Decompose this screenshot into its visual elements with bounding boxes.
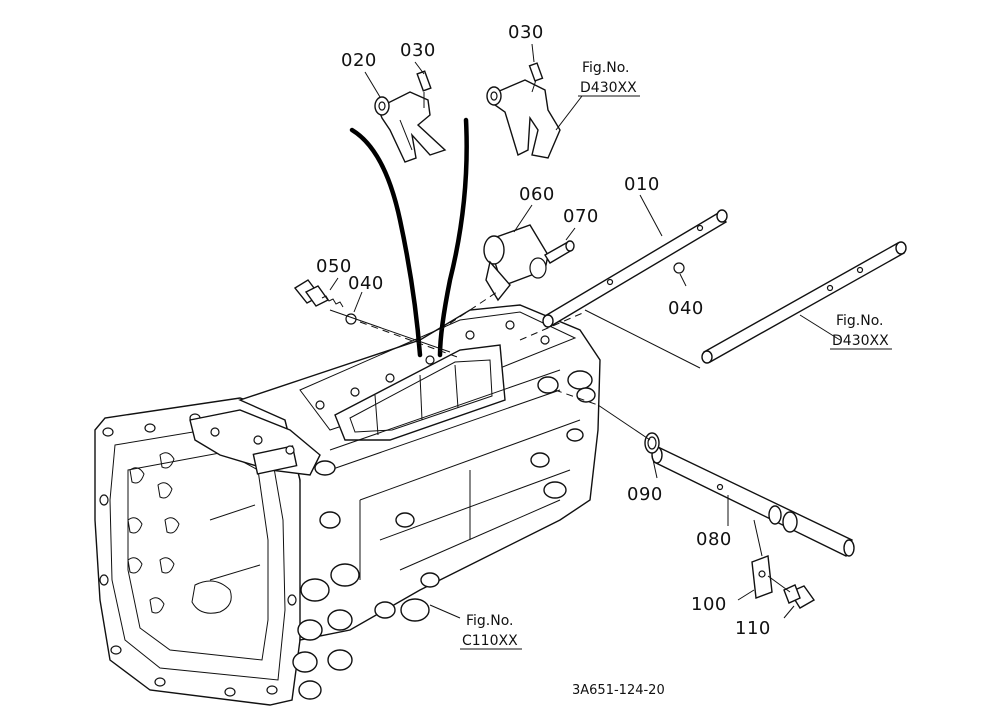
callout-040-a: 040 xyxy=(348,273,384,294)
o-ring-090 xyxy=(644,432,660,454)
callout-040-b: 040 xyxy=(668,298,704,319)
figure-ref-1-line2: D430XX xyxy=(580,80,637,96)
shift-fork-020 xyxy=(374,91,447,163)
shift-rod-010 xyxy=(542,209,728,328)
spring-pin-070 xyxy=(544,240,575,264)
callout-030-a: 030 xyxy=(400,40,436,61)
pin-030-a xyxy=(416,70,432,108)
callout-080: 080 xyxy=(696,529,732,550)
callout-070: 070 xyxy=(563,206,599,227)
shift-arm-060 xyxy=(483,224,549,302)
lower-bosses xyxy=(292,511,440,700)
callout-090: 090 xyxy=(627,484,663,505)
callout-050: 050 xyxy=(316,256,352,277)
assembly-lines xyxy=(329,289,791,593)
stopper-plate-100 xyxy=(751,555,773,599)
figure-ref-2: Fig.No. D430XX xyxy=(830,313,892,350)
shift-rod-long xyxy=(701,241,907,364)
inner-scallops xyxy=(127,452,180,614)
callout-110: 110 xyxy=(735,618,771,639)
figure-ref-3-line2: C110XX xyxy=(462,633,518,649)
plug-050 xyxy=(293,279,344,308)
shift-fork-right xyxy=(486,79,561,159)
top-cover-bolt-holes xyxy=(315,320,550,410)
figure-ref-2-line1: Fig.No. xyxy=(836,313,884,329)
steel-ball-040-b xyxy=(673,262,685,274)
pin-030-b xyxy=(528,62,544,93)
bolt-110 xyxy=(783,584,816,609)
transmission-case xyxy=(94,304,601,706)
callout-labels: 020 030 030 060 070 010 050 040 040 090 … xyxy=(316,22,771,639)
figure-ref-3-line1: Fig.No. xyxy=(466,613,514,629)
figure-ref-2-line2: D430XX xyxy=(832,333,889,349)
figure-ref-1-line1: Fig.No. xyxy=(582,60,630,76)
callout-030-b: 030 xyxy=(508,22,544,43)
callout-060: 060 xyxy=(519,184,555,205)
drawing-code: 3A651-124-20 xyxy=(572,683,665,698)
callout-010: 010 xyxy=(624,174,660,195)
figure-ref-3: Fig.No. C110XX xyxy=(460,613,522,650)
right-end-bosses xyxy=(530,370,596,499)
shift-fork-guide-lines xyxy=(349,117,469,358)
figure-ref-1: Fig.No. D430XX xyxy=(578,60,640,97)
flange-bolt-holes xyxy=(99,413,297,697)
shift-shaft-080 xyxy=(651,446,855,557)
leader-lines xyxy=(329,43,841,619)
callout-100: 100 xyxy=(691,594,727,615)
callout-020: 020 xyxy=(341,50,377,71)
